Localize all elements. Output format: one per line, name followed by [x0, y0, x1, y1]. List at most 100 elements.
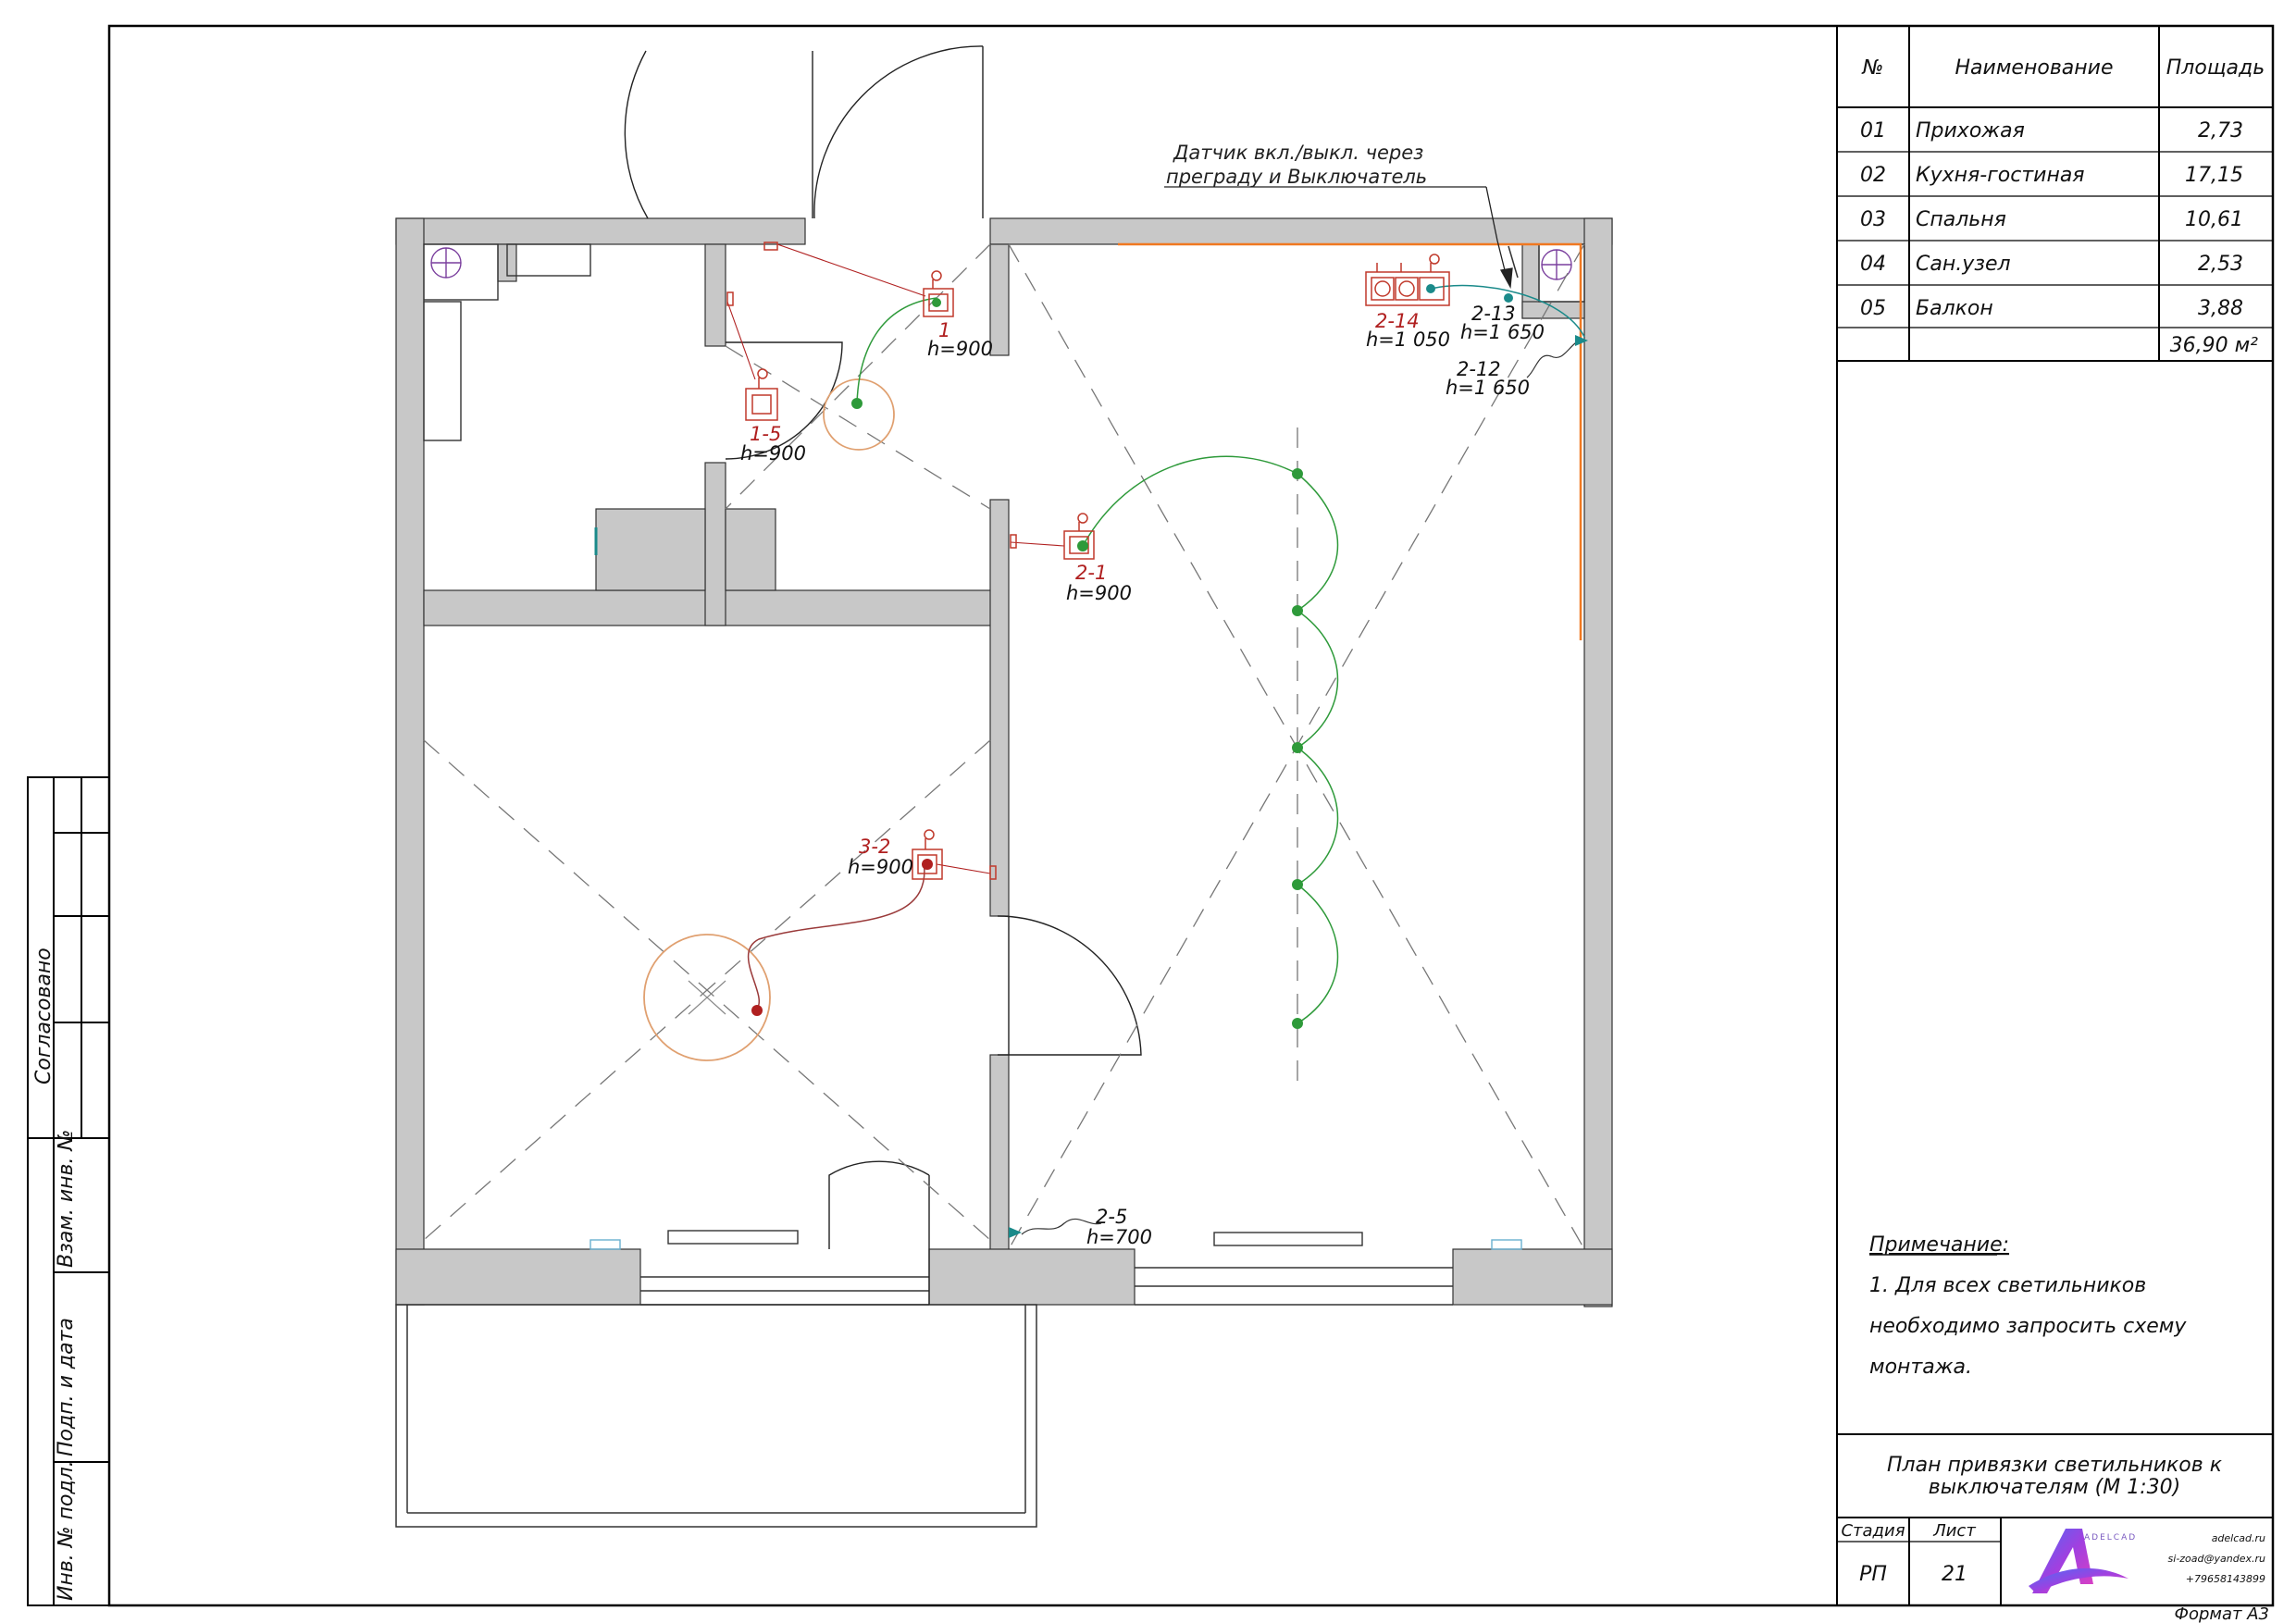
light-point [851, 398, 863, 409]
table-header-num: № [1862, 56, 1884, 80]
note-line-1: 1. Для всех светильников [1869, 1274, 2146, 1297]
contact-1: adelcad.ru [2212, 1532, 2265, 1544]
wall-shaft-bottom [1521, 301, 1585, 319]
label-s32: 3-2 [859, 836, 890, 858]
table-total: 36,90 м² [2170, 334, 2259, 357]
wall-bottom-3 [1452, 1248, 1613, 1306]
annotation-leader [1164, 186, 1513, 290]
walls [395, 217, 1613, 1307]
light-point [1292, 742, 1303, 753]
light-point [1292, 605, 1303, 616]
switch-1-5 [745, 368, 778, 421]
switch-3-2 [912, 829, 943, 880]
adelcad-logo: ADELCAD [2029, 1529, 2137, 1593]
wall-hall-kitchen-mid [989, 499, 1010, 917]
label-s212h: h=1 650 [1446, 377, 1530, 399]
label-s15h: h=900 [740, 442, 806, 465]
table-row-name: Кухня-гостиная [1916, 164, 2085, 187]
switch-2-1 [1063, 513, 1095, 560]
label-s32h: h=900 [848, 856, 913, 878]
wall-bath-hall-lower [704, 462, 726, 626]
light-point [1292, 879, 1303, 890]
label-s21: 2-1 [1075, 562, 1107, 584]
table-row-area: 2,73 [2198, 119, 2243, 142]
label-s21h: h=900 [1066, 582, 1132, 604]
note: Примечание: 1. Для всех светильников нео… [1869, 1233, 2187, 1379]
stage-value: РП [1859, 1563, 1887, 1586]
wall-hall-kitchen-upper [989, 243, 1010, 356]
sheet-title-1: План привязки светильников к [1887, 1454, 2223, 1477]
light-point [1426, 284, 1435, 293]
table-row-name: Прихожая [1916, 119, 2025, 142]
fixture-cross [688, 980, 726, 1015]
annotation-line-2: преграду и Выключатель [1166, 166, 1427, 188]
note-title: Примечание: [1869, 1233, 2009, 1257]
label-s212: 2-12 [1457, 358, 1501, 380]
room-table-text: № Наименование Площадь 01 Прихожая 2,73 … [1860, 56, 2265, 357]
table-row-area: 2,53 [2198, 253, 2243, 276]
bedroom-light-ring [643, 934, 771, 1061]
stamp-inv-orig: Инв. № подл. [55, 1460, 78, 1601]
label-s25h: h=700 [1086, 1226, 1152, 1248]
stage-label: Стадия [1841, 1521, 1905, 1541]
stamp-inv-vzam: Взам. инв. № [55, 1130, 78, 1268]
wall-bottom-1 [395, 1248, 641, 1306]
table-row-area: 3,88 [2198, 297, 2243, 320]
wall-bath-hall-upper [704, 243, 726, 347]
light-point [751, 1005, 763, 1016]
logo-text: ADELCAD [2084, 1533, 2137, 1542]
wall-bottom-2 [928, 1248, 1136, 1306]
switches [726, 242, 1450, 880]
table-header-name: Наименование [1955, 56, 2114, 80]
side-stamp [27, 776, 110, 1606]
room-table [1836, 26, 2273, 1605]
orange-route [1118, 242, 1582, 640]
wire-hall [856, 297, 937, 404]
sheet-value: 21 [1942, 1563, 1967, 1586]
note-line-3: монтажа. [1869, 1356, 1972, 1379]
table-header-area: Площадь [2166, 56, 2265, 80]
table-row-name: Балкон [1916, 297, 1993, 320]
wall-top-left [395, 217, 806, 245]
label-s15: 1-5 [750, 423, 781, 445]
balcony [395, 1267, 1453, 1528]
contact-3: +79658143899 [2186, 1573, 2265, 1585]
label-s1: 1 [938, 319, 950, 341]
title-block-text: План привязки светильников к выключателя… [1841, 1454, 2269, 1623]
hall-light-ring [823, 378, 895, 451]
table-row-area: 17,15 [2185, 164, 2243, 187]
stamp-sign-date: Подп. и дата [55, 1318, 78, 1456]
balcony-outline [395, 1304, 1037, 1528]
wall-top-right [989, 217, 1613, 245]
light-point [922, 859, 933, 870]
sheet-title-2: выключателям (М 1:30) [1929, 1476, 2180, 1499]
label-s25: 2-5 [1096, 1206, 1127, 1228]
sheet-label: Лист [1932, 1521, 1976, 1541]
title-block [1837, 1433, 2273, 1605]
wall-hall-kitchen-lower [989, 1054, 1010, 1252]
wall-outer-left [395, 217, 425, 1306]
table-row-name: Сан.узел [1916, 253, 2011, 276]
light-point [1504, 293, 1513, 303]
light-point [1292, 468, 1303, 479]
label-s214h: h=1 050 [1366, 328, 1450, 351]
label-s214: 2-14 [1375, 310, 1420, 332]
switch-1 [923, 270, 954, 317]
table-row-name: Спальня [1916, 208, 2006, 231]
doors [624, 45, 1142, 1305]
wiring [726, 243, 1585, 1235]
note-line-2: необходимо запросить схему [1869, 1315, 2187, 1338]
label-s1h: h=900 [927, 338, 993, 360]
format-label: Формат А3 [2174, 1604, 2269, 1623]
fixture-rings [643, 378, 895, 1061]
contact-2: si-zoad@yandex.ru [2168, 1553, 2265, 1565]
stamp-agreed: Согласовано [32, 948, 56, 1084]
switch-2-14-block [1365, 254, 1450, 306]
table-row-num: 04 [1860, 253, 1886, 276]
table-row-num: 02 [1860, 164, 1886, 187]
light-point [1077, 540, 1088, 551]
plan-labels: Датчик вкл./выкл. через преграду и Выклю… [740, 142, 1545, 1248]
table-row-area: 10,61 [2185, 208, 2243, 231]
light-points [751, 284, 1588, 1238]
